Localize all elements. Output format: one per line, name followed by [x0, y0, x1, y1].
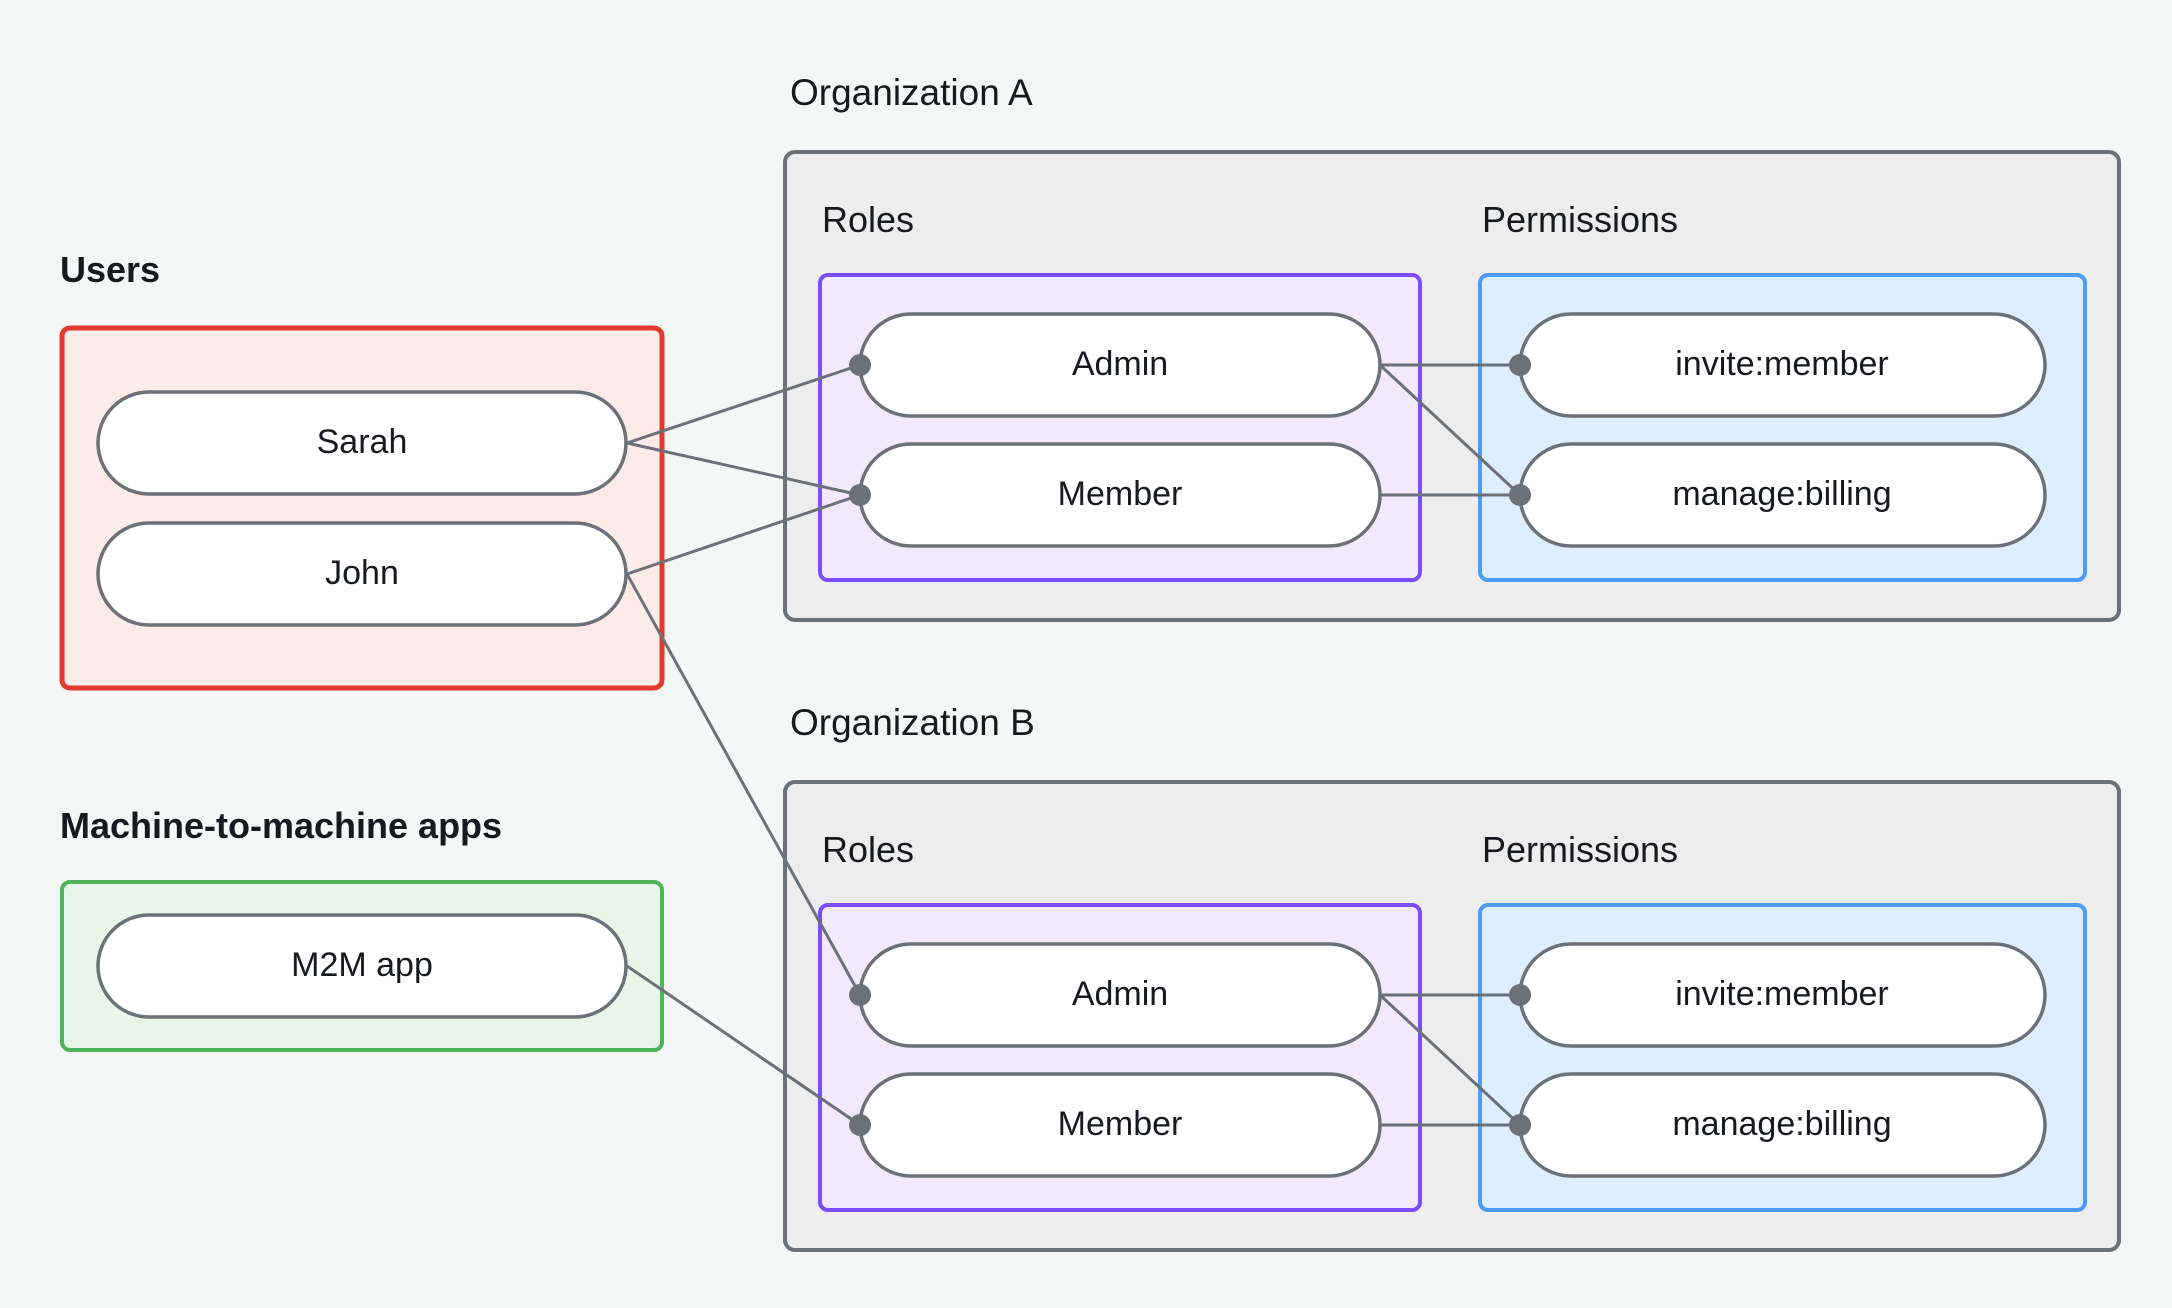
- org-b-title: Organization B: [790, 702, 1035, 743]
- edge-john-to-org-b-admin: [625, 573, 862, 996]
- m2m-section-title: Machine-to-machine apps: [60, 805, 502, 846]
- m2m-node-app[interactable]: M2M app: [96, 913, 628, 1019]
- org-a-permissions-label: Permissions: [1482, 199, 1678, 240]
- dot-org-a-manage-billing-in: [1509, 484, 1531, 506]
- sarah-pill[interactable]: [96, 390, 628, 496]
- m2m-app-pill[interactable]: [96, 913, 628, 1019]
- dot-org-a-admin-in: [849, 354, 871, 376]
- org-a-manage-billing-label: manage:billing: [1672, 475, 1891, 513]
- org-b-admin-label: Admin: [1072, 975, 1168, 1013]
- edge-m2m-to-org-b-member: [626, 964, 861, 1127]
- m2m-app-label: M2M app: [291, 946, 433, 984]
- org-a-role-member[interactable]: Member: [858, 442, 1382, 548]
- org-a-title: Organization A: [790, 72, 1033, 113]
- connection-endpoint-dots: [849, 354, 1531, 1136]
- org-b-invite-member-label: invite:member: [1675, 975, 1889, 1013]
- users-box: [59, 325, 665, 691]
- dot-org-b-admin-in: [849, 984, 871, 1006]
- edge-sarah-to-org-a-admin: [626, 363, 861, 445]
- edge-john-to-org-a-member: [626, 493, 861, 576]
- org-b-role-admin[interactable]: Admin: [858, 942, 1382, 1048]
- org-a-permission-invite-member[interactable]: invite:member: [1518, 312, 2047, 418]
- edge-org-a-admin-to-manage-billing: [1378, 363, 1522, 497]
- org-b-permissions-label: Permissions: [1482, 829, 1678, 870]
- org-a-member-label: Member: [1058, 475, 1183, 513]
- dot-org-b-member-in: [849, 1114, 871, 1136]
- org-b-member-label: Member: [1058, 1105, 1183, 1143]
- dot-org-a-member-in: [849, 484, 871, 506]
- dot-org-b-invite-member-in: [1509, 984, 1531, 1006]
- org-b-role-member[interactable]: Member: [858, 1072, 1382, 1178]
- john-label: John: [325, 554, 399, 592]
- org-a-role-admin[interactable]: Admin: [858, 312, 1382, 418]
- john-pill[interactable]: [96, 521, 628, 627]
- users-section-title: Users: [60, 249, 160, 290]
- org-b-permission-manage-billing[interactable]: manage:billing: [1518, 1072, 2047, 1178]
- org-b-manage-billing-label: manage:billing: [1672, 1105, 1891, 1143]
- edge-sarah-to-org-a-member: [626, 441, 861, 497]
- edge-org-b-admin-to-manage-billing: [1378, 993, 1522, 1127]
- org-a-invite-member-label: invite:member: [1675, 345, 1889, 383]
- org-a-roles-label: Roles: [822, 199, 914, 240]
- org-a-admin-label: Admin: [1072, 345, 1168, 383]
- dot-org-a-invite-member-in: [1509, 354, 1531, 376]
- sarah-label: Sarah: [317, 423, 408, 461]
- org-a-permission-manage-billing[interactable]: manage:billing: [1518, 442, 2047, 548]
- user-node-john[interactable]: John: [96, 521, 628, 627]
- org-b-roles-label: Roles: [822, 829, 914, 870]
- connection-edges: [625, 363, 1522, 1127]
- dot-org-b-manage-billing-in: [1509, 1114, 1531, 1136]
- org-b-permission-invite-member[interactable]: invite:member: [1518, 942, 2047, 1048]
- user-node-sarah[interactable]: Sarah: [96, 390, 628, 496]
